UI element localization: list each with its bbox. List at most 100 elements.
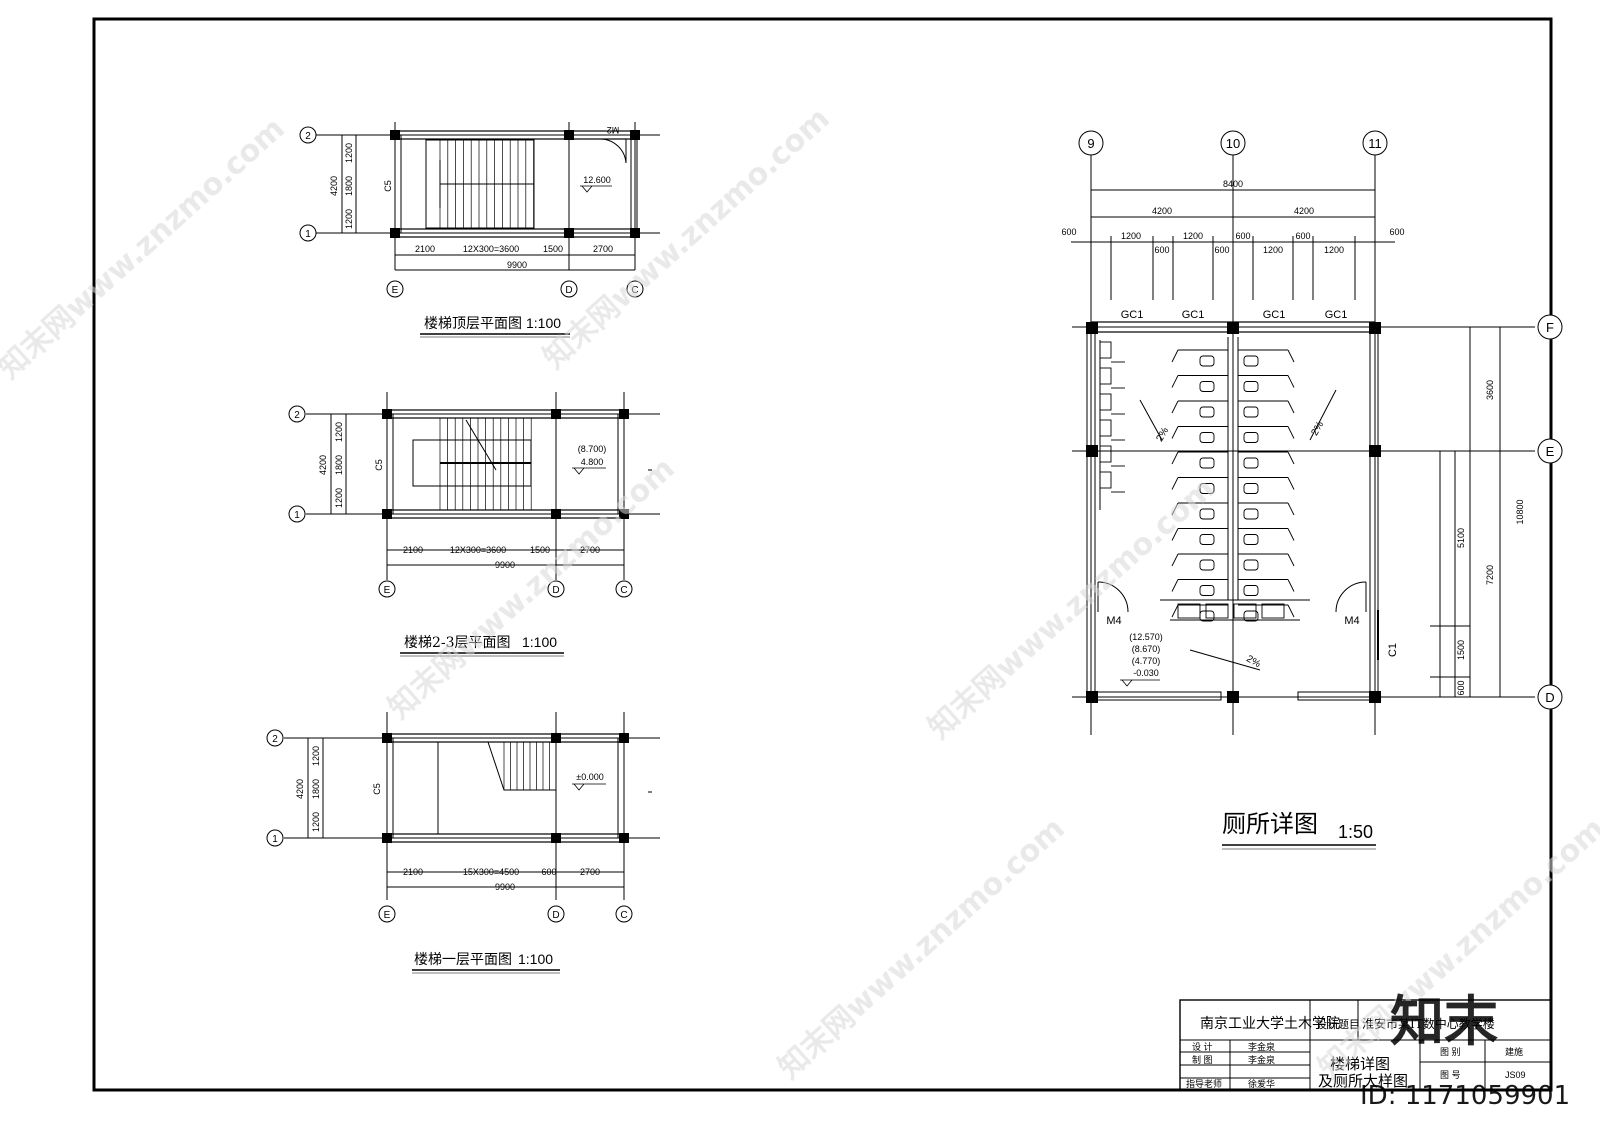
axis-label: D <box>1545 690 1554 705</box>
squat-toilet <box>1199 508 1215 520</box>
plan-scale: 1:100 <box>518 951 553 967</box>
school-name: 南京工业大学土木学院 <box>1200 1016 1340 1032</box>
watermark-text: 知末网www.znzmo.com <box>0 111 292 386</box>
dim-label: 2700 <box>593 244 613 254</box>
window-tag: GC1 <box>1325 309 1348 321</box>
elevation-mark: (8.670) <box>1132 644 1161 654</box>
plan-title: 楼梯顶层平面图 <box>424 316 522 332</box>
toilet-detail: 9 10 11 F E D 8400 4200 4200 600 600 120… <box>1061 130 1563 850</box>
role-label: 制 图 <box>1192 1054 1213 1065</box>
slope-label: 2% <box>1309 420 1326 438</box>
number-label: 图 号 <box>1440 1070 1461 1080</box>
squat-toilet <box>1243 432 1259 443</box>
axis-label: C <box>620 910 627 921</box>
squat-toilet <box>1243 559 1259 571</box>
stall-door <box>1171 477 1179 490</box>
squat-toilet <box>1199 585 1215 596</box>
person-name: 李金泉 <box>1248 1054 1275 1065</box>
stall-door <box>1171 604 1179 618</box>
dim-label: 1500 <box>1456 640 1466 660</box>
squat-toilet <box>1199 559 1215 571</box>
dim-label: 1800 <box>334 455 344 475</box>
squat-toilet <box>1199 355 1215 367</box>
axis-label: E <box>392 285 399 296</box>
squat-toilet <box>1199 534 1215 545</box>
stair-plan-top: 2 1 E D C 2100 12X300=3600 1500 2700 990… <box>299 122 660 338</box>
wash-basin <box>1261 603 1285 619</box>
project-label: 设计题目 <box>1316 1018 1360 1031</box>
title-block: 南京工业大学土木学院 设计题目 淮安市某IT数中心教学楼 楼梯详图 及厕所大样图… <box>1179 999 1552 1091</box>
axis-label: 11 <box>1368 136 1382 151</box>
squat-toilet <box>1243 457 1259 469</box>
detail-title: 厕所详图 <box>1222 810 1318 838</box>
wash-basin <box>1233 603 1257 619</box>
dim-label: 1200 <box>334 422 344 442</box>
urinal <box>1099 419 1112 437</box>
dim-label: 600 <box>1389 227 1404 237</box>
dim-label: 1200 <box>311 746 321 766</box>
axis-label: F <box>1546 320 1554 335</box>
stall-door <box>1171 400 1179 414</box>
dim-label: 1200 <box>344 209 354 229</box>
dim-total: 4200 <box>329 176 339 196</box>
category-value: 建施 <box>1505 1046 1523 1057</box>
urinal <box>1099 393 1112 411</box>
dim-label: 2100 <box>415 244 435 254</box>
sheet-border <box>92 17 1553 1092</box>
stall-door <box>1287 375 1295 388</box>
stall-door <box>1171 579 1179 592</box>
plan-title: 楼梯一层平面图 <box>414 952 512 968</box>
watermark-text: 知末网www.znzmo.com <box>382 451 682 726</box>
axis-label: 1 <box>294 510 300 521</box>
category-label: 图 别 <box>1440 1047 1461 1057</box>
squat-toilet <box>1243 381 1259 392</box>
detail-scale: 1:50 <box>1338 822 1373 842</box>
stall-door <box>1287 579 1295 592</box>
dim-total: 8400 <box>1223 179 1243 189</box>
squat-toilet <box>1199 483 1215 494</box>
window-tag: GC1 <box>1263 309 1286 321</box>
watermark-id: ID: 1171059901 <box>1360 1081 1570 1111</box>
wash-basin <box>1205 603 1229 619</box>
axis-label: D <box>552 910 559 921</box>
door-tag: M4 <box>1106 615 1121 627</box>
axis-label: 1 <box>272 834 278 845</box>
dim-label: 600 <box>1295 231 1310 241</box>
dim-total: 10800 <box>1515 499 1525 524</box>
axis-label: 2 <box>294 410 300 421</box>
squat-toilet <box>1243 585 1259 596</box>
watermark-logo: 知末 <box>1390 990 1498 1053</box>
window-tag: C1 <box>1387 643 1399 657</box>
urinal <box>1099 445 1112 463</box>
elevation-mark: 12.600 <box>583 175 611 185</box>
squat-toilet <box>1243 508 1259 520</box>
dim-total: 4200 <box>295 779 305 799</box>
role-label: 设 计 <box>1192 1041 1213 1052</box>
stall-door <box>1287 426 1295 439</box>
dim-label: 2700 <box>580 867 600 877</box>
dim-label: 3600 <box>1485 380 1495 400</box>
dim-label: 4200 <box>1294 206 1314 216</box>
dim-label: 600 <box>1235 231 1250 241</box>
dim-label: 7200 <box>1485 565 1495 585</box>
stall-door <box>1287 502 1295 516</box>
dim-label: 1200 <box>334 488 344 508</box>
plan-scale: 1:100 <box>522 634 557 650</box>
stall-door <box>1171 349 1179 363</box>
drawing-name: 及厕所大样图 <box>1318 1072 1408 1090</box>
stall-door <box>1171 426 1179 439</box>
plan-scale: 1:100 <box>526 315 561 331</box>
dim-label: 1800 <box>311 779 321 799</box>
elevation-mark: (8.700) <box>578 444 607 454</box>
stall-door <box>1287 604 1295 618</box>
elevation-mark: (12.570) <box>1129 632 1163 642</box>
dim-label: 600 <box>541 867 556 877</box>
stall-door <box>1287 553 1295 567</box>
slope-label: 2% <box>1244 653 1262 670</box>
watermark-text: 知末网www.znzmo.com <box>537 101 837 376</box>
axis-label: D <box>565 285 572 296</box>
dim-label: 2100 <box>403 867 423 877</box>
door-tag: M4 <box>1344 615 1359 627</box>
stall-door <box>1171 502 1179 516</box>
stall-door <box>1171 528 1179 541</box>
